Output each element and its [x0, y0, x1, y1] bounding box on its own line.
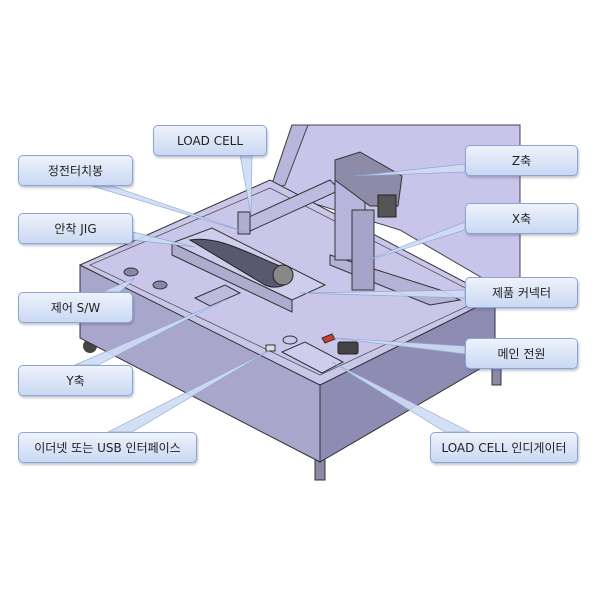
hole	[123, 267, 139, 277]
product-dial	[272, 264, 294, 286]
callout-y-axis: Y축	[18, 365, 133, 396]
z-motor	[334, 151, 403, 207]
callout-control-sw: 제어 S/W	[18, 292, 133, 323]
indicator-panel	[280, 341, 345, 374]
callout-main-power: 메인 전원	[465, 338, 578, 369]
callout-pointers	[74, 154, 471, 433]
power-socket	[337, 341, 359, 355]
callout-touch-rod: 정전터치봉	[18, 155, 133, 186]
callout-z-axis: Z축	[465, 145, 578, 176]
callout-connector: 제품 커넥터	[465, 277, 578, 308]
lid-frame	[269, 124, 309, 191]
callout-jig: 안착 JIG	[18, 213, 133, 244]
callout-x-axis: X축	[465, 203, 578, 234]
y-slot	[193, 284, 242, 307]
callout-load-cell: LOAD CELL	[153, 125, 267, 156]
ethernet-port	[265, 344, 276, 352]
load-cell-block	[237, 211, 251, 235]
callout-indicator: LOAD CELL 인디게이터	[430, 432, 578, 463]
hole	[282, 335, 298, 345]
hole	[152, 280, 168, 290]
x-column	[351, 209, 375, 291]
motor	[377, 194, 397, 218]
power-switch	[321, 333, 336, 344]
callout-interface: 이더넷 또는 USB 인터페이스	[18, 432, 197, 463]
jig-side	[171, 242, 293, 313]
